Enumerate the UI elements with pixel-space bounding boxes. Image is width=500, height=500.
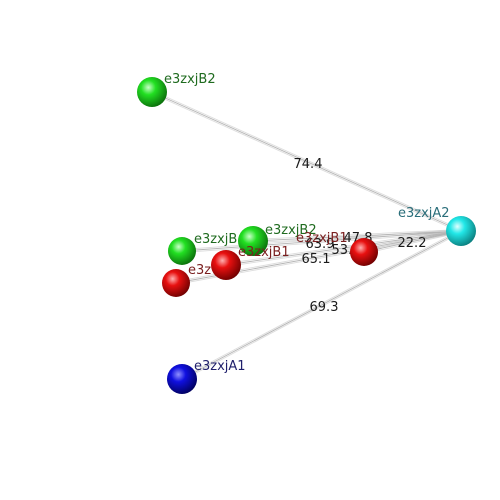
distance-label: 69.3 <box>310 300 339 315</box>
atom-sphere-red[interactable] <box>162 269 190 297</box>
atom-label: e3zxjB2 <box>164 72 216 87</box>
atom-sphere-cyan[interactable] <box>446 216 476 246</box>
atom-label: e3z <box>188 263 211 278</box>
atom-label: e3zxjB1 <box>238 245 290 260</box>
distance-link <box>252 229 462 240</box>
atom-labels: e3zxjB2e3zxjA2e3zxjBe3zxjB2e3zxjB1e3ze3z… <box>164 72 450 374</box>
distance-link <box>181 230 462 252</box>
distance-link <box>151 91 462 232</box>
distance-label: 74.4 <box>294 157 323 172</box>
atom-label: e3zxjA1 <box>194 359 246 374</box>
atom-sphere-green[interactable] <box>137 77 167 107</box>
distance-link <box>181 230 462 380</box>
distance-label: 22.2 <box>398 236 427 251</box>
distance-link <box>225 229 462 264</box>
distance-links <box>151 90 462 381</box>
distance-link <box>181 229 462 378</box>
atom-label: e3zxjB2 <box>265 223 317 238</box>
atom-label: e3zxjA2 <box>398 206 450 221</box>
atom-sphere-red[interactable] <box>350 238 378 266</box>
atom-label: e3zxjB <box>194 232 237 247</box>
atom-sphere-red[interactable] <box>211 250 241 280</box>
distance-link <box>151 90 462 230</box>
distance-link <box>363 232 462 254</box>
distance-label: 63.9 <box>306 237 335 252</box>
distance-link <box>181 232 462 381</box>
distance-link <box>181 229 462 250</box>
atom-sphere-green[interactable] <box>168 237 196 265</box>
atom-spheres <box>137 77 476 394</box>
distance-link <box>252 230 462 242</box>
distance-link <box>151 93 462 233</box>
atom-sphere-green[interactable] <box>238 226 268 256</box>
atom-sphere-blue[interactable] <box>167 364 197 394</box>
distance-link <box>252 232 462 243</box>
distance-link <box>181 232 462 253</box>
distance-link <box>225 230 462 266</box>
distance-link <box>363 230 462 253</box>
atom-label: e3zxjB1 <box>296 231 348 246</box>
distance-label: 65.1 <box>302 252 331 267</box>
